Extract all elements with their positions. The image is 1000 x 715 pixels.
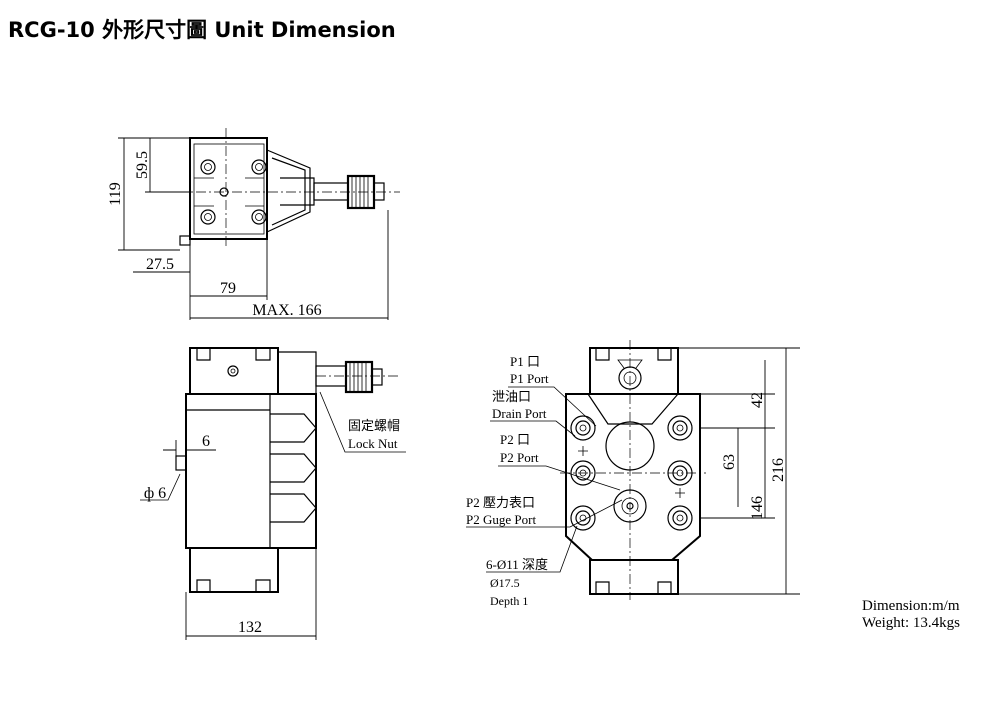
dim-119: 119 [107,182,124,205]
side-view-bottom-block [189,547,279,593]
p2-port-label-en: P2 Port [500,450,539,465]
top-view-bolt [200,159,267,225]
dimension-unit: Dimension:m/m [862,598,960,614]
dim-216: 216 [770,458,787,482]
holes-label-cn: 6-Ø11 深度 [486,557,548,572]
front-view-top-block [589,347,679,395]
gauge-port-label-cn: P2 壓力表口 [466,495,535,510]
dim-146: 146 [749,496,766,520]
dim-132: 132 [238,619,262,636]
p2-port-label-cn: P2 口 [500,432,530,447]
side-view-body [185,393,317,549]
lock-nut-leader [319,391,406,453]
lock-nut-label-cn: 固定螺帽 [348,418,400,433]
dim-79: 79 [220,280,236,297]
dim-phi-6: ф 6 [144,485,166,502]
top-view-body [189,137,268,240]
top-view: 119 59.5 27.5 79 MAX. 166 [107,128,400,320]
locating-pin [175,455,187,471]
gauge-port-label-en: P2 Guge Port [466,512,536,527]
dim-42: 42 [749,392,766,408]
holes-diameter-label: Ø17.5 [490,576,520,590]
side-view-top-block [189,347,279,395]
p1-port-label-en: P1 Port [510,371,549,386]
front-view-bottom-block [589,559,679,595]
front-view: P1 口 P1 Port 泄油口 Drain Port P2 口 P2 Port… [466,340,800,608]
dim-27-5: 27.5 [146,256,174,273]
side-view: 固定螺帽 Lock Nut 6 ф 6 132 [140,347,406,640]
holes-depth-label: Depth 1 [490,594,528,608]
dim-59-5: 59.5 [134,151,151,179]
front-view-body [565,393,701,561]
weight: Weight: 13.4kgs [862,615,960,631]
drain-port-label-en: Drain Port [492,406,547,421]
page-title: RCG-10 外形尺寸圖 Unit Dimension [8,18,396,42]
dim-63: 63 [721,454,738,470]
drain-port-label-cn: 泄油口 [492,389,531,404]
dim-6: 6 [202,433,210,450]
lock-nut-label-en: Lock Nut [348,436,398,451]
p1-port-label-cn: P1 口 [510,354,540,369]
dim-max-166: MAX. 166 [252,302,321,319]
